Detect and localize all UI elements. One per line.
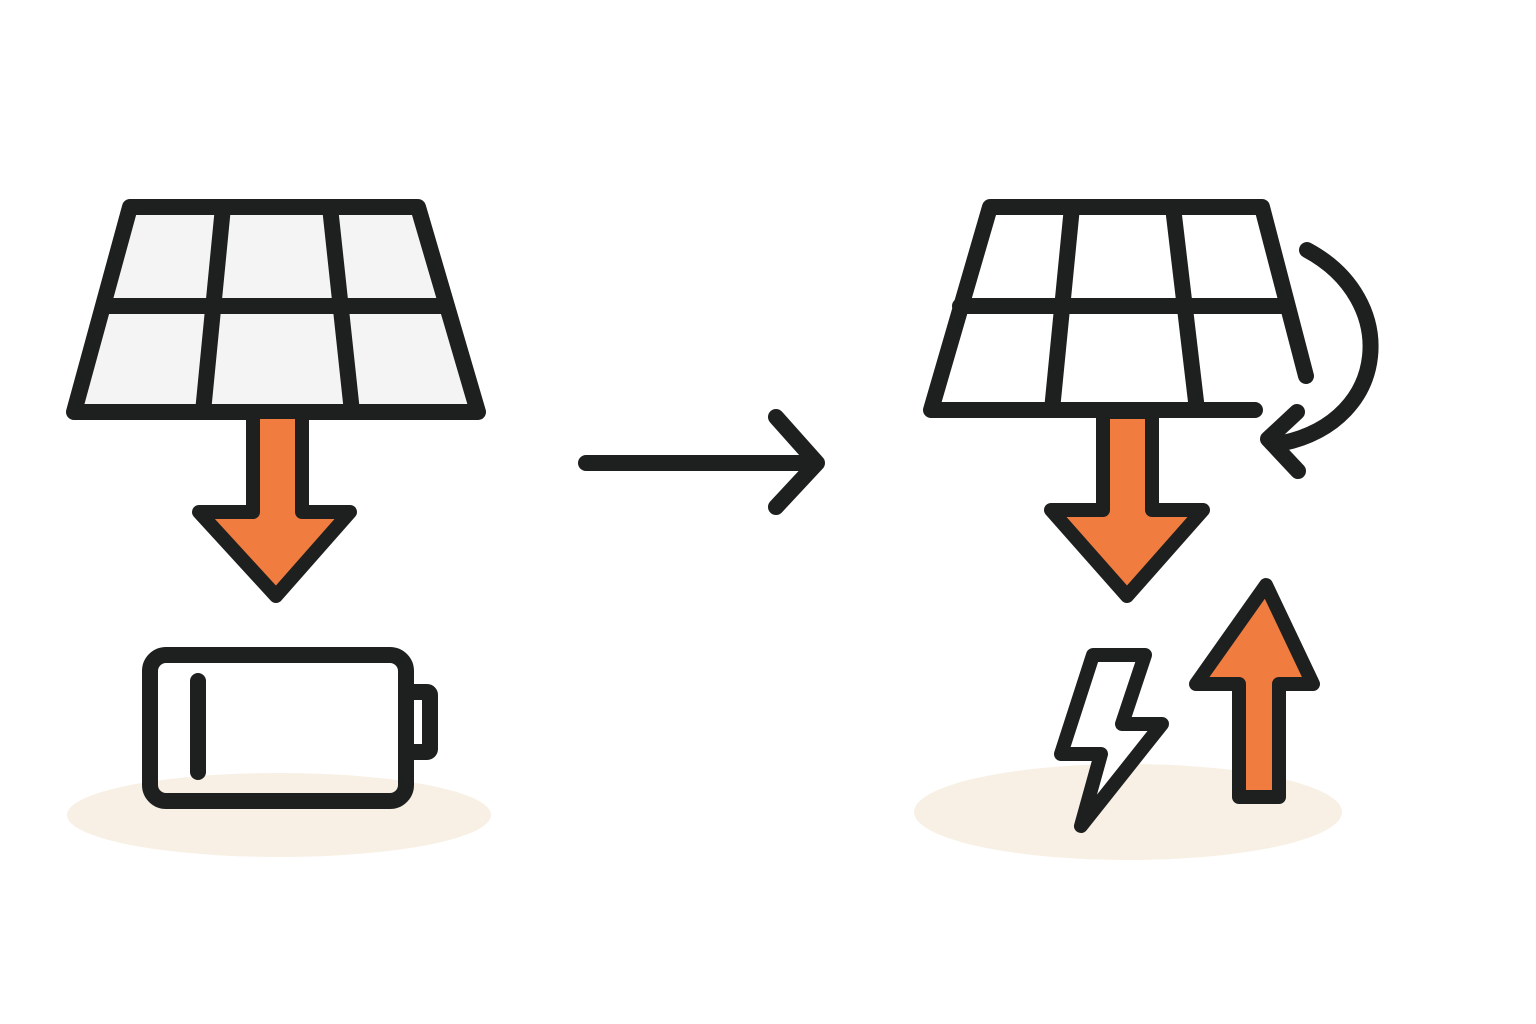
transition-arrow-head bbox=[768, 409, 825, 515]
battery-terminal bbox=[398, 684, 438, 760]
right-panel-divider-v1 bbox=[1044, 199, 1080, 418]
arrow-right-icon bbox=[578, 409, 825, 515]
left-panel-divider-v1 bbox=[195, 199, 231, 420]
right-down-arrow-shape bbox=[1044, 405, 1210, 603]
rotate-arrow-head bbox=[1260, 404, 1306, 479]
left-ground-shadow bbox=[67, 773, 491, 857]
right-panel-divider-v2 bbox=[1165, 199, 1205, 418]
right-panel-body bbox=[923, 199, 1314, 418]
rotate-arrow-icon bbox=[1260, 242, 1379, 479]
lightning-bolt-shape bbox=[1054, 648, 1169, 833]
battery-low-icon bbox=[142, 647, 438, 809]
arrow-down-icon bbox=[1044, 405, 1210, 603]
up-arrow-shape bbox=[1189, 578, 1320, 804]
left-panel-divider-v2 bbox=[322, 199, 360, 420]
rotate-arrow-arc bbox=[1275, 242, 1379, 451]
arrow-down-icon bbox=[192, 405, 357, 603]
left-down-arrow-shape bbox=[192, 405, 357, 603]
solar-panel-icon bbox=[66, 199, 486, 420]
lightning-bolt-icon bbox=[1054, 648, 1169, 833]
arrow-up-icon bbox=[1189, 578, 1320, 804]
solar-panel-icon bbox=[923, 199, 1314, 418]
